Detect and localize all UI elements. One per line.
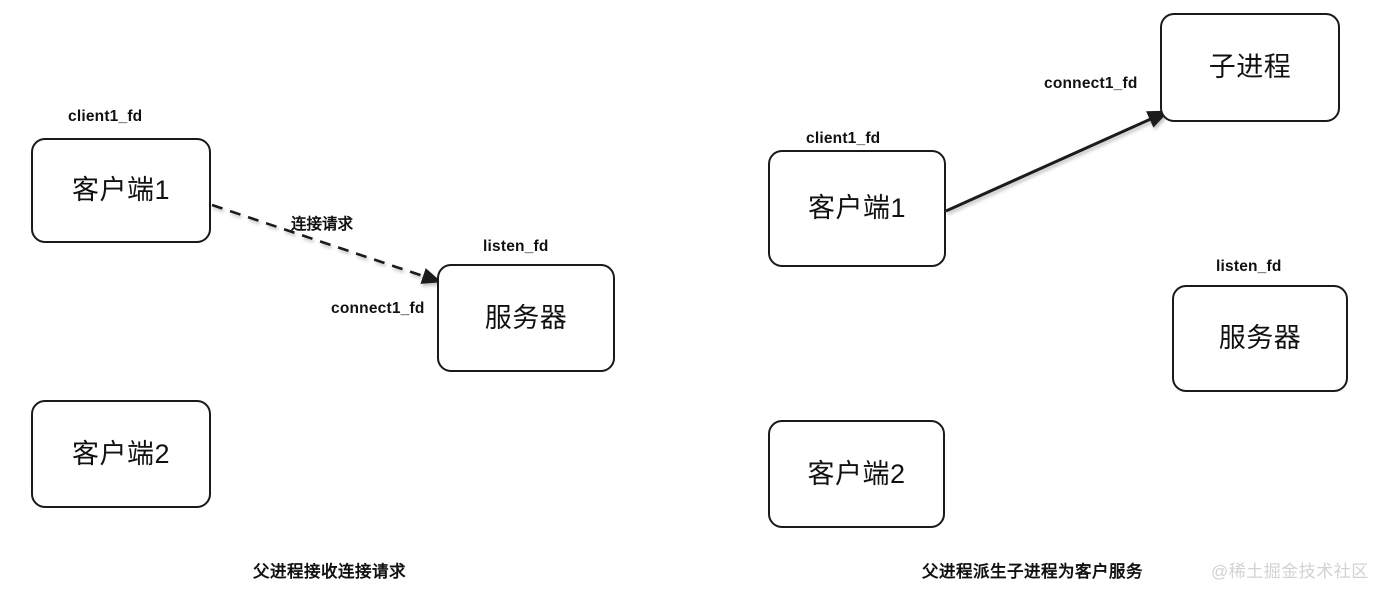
left-panel-caption: 父进程接收连接请求	[253, 563, 406, 581]
left-listen-fd-label: listen_fd	[483, 238, 549, 255]
watermark: @稀土掘金技术社区	[1211, 562, 1369, 581]
node-right-client2[interactable]: 客户端2	[768, 420, 945, 528]
connection-request-label: 连接请求	[291, 216, 354, 233]
fork-child-arrow	[945, 110, 1170, 213]
node-right-server[interactable]: 服务器	[1172, 285, 1348, 392]
left-connect1-fd-label: connect1_fd	[331, 300, 425, 317]
node-right-server-label: 服务器	[1218, 323, 1302, 353]
node-right-client1-label: 客户端1	[807, 193, 907, 223]
node-left-server-label: 服务器	[484, 302, 568, 333]
right-client1-fd-label: client1_fd	[806, 130, 881, 147]
node-right-client1[interactable]: 客户端1	[768, 150, 946, 267]
node-right-client2-label: 客户端2	[807, 458, 906, 489]
node-left-client1-label: 客户端1	[71, 175, 171, 205]
node-right-child-process-label: 子进程	[1208, 52, 1292, 82]
right-panel-caption: 父进程派生子进程为客户服务	[922, 563, 1143, 581]
node-right-child-process[interactable]: 子进程	[1160, 13, 1340, 122]
node-left-client2[interactable]: 客户端2	[31, 400, 211, 508]
left-client1-fd-label: client1_fd	[68, 108, 143, 125]
node-left-client1[interactable]: 客户端1	[31, 138, 211, 243]
node-left-server[interactable]: 服务器	[437, 264, 615, 372]
node-left-client2-label: 客户端2	[71, 438, 171, 469]
right-listen-fd-label: listen_fd	[1216, 258, 1282, 275]
right-connect1-fd-label: connect1_fd	[1044, 75, 1138, 92]
